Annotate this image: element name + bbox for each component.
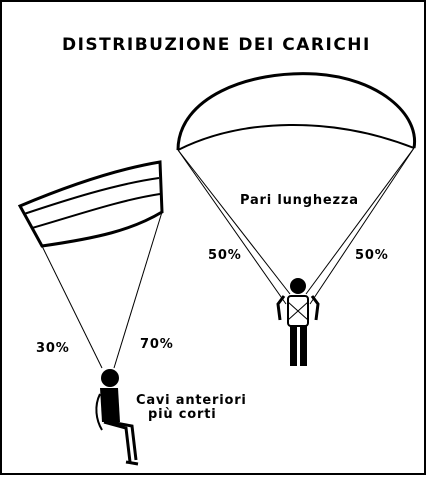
right-canopy [176,72,417,151]
left-paraglider: 30% 70% Cavi anteriori più corti [17,160,247,466]
right-pilot-torso [287,295,309,327]
left-pilot-torso [100,388,120,422]
left-pilot-near-leg [103,420,132,463]
left-pilot-foot [125,460,139,466]
left-canopy-rib-2 [31,193,161,229]
right-pilot-harness [287,301,309,321]
right-pilot-right-leg [300,326,307,366]
diagram-title: DISTRIBUZIONE DEI CARICHI [62,35,371,55]
right-wing-caption: Pari lunghezza [240,193,359,208]
right-wing-left-line-2 [177,149,287,305]
right-paraglider: Pari lunghezza 50% 50% [176,72,417,366]
left-wing-rear-line [41,245,103,369]
right-canopy-underside [177,124,415,151]
right-pilot-left-arm [276,295,286,321]
left-canopy [17,160,164,248]
right-wing-left-percent: 50% [208,248,242,263]
left-wing-front-line [113,211,163,369]
left-wing-caption-line1: Cavi anteriori [136,393,247,408]
left-wing-left-percent: 30% [36,341,70,356]
right-wing-right-percent: 50% [355,248,389,263]
left-pilot-far-leg [109,420,138,461]
right-pilot [276,278,320,366]
left-pilot [95,369,139,466]
right-pilot-right-arm [310,295,320,321]
right-pilot-head [290,278,306,294]
right-pilot-left-leg [290,326,297,366]
left-pilot-harness [95,393,103,431]
left-canopy-rib-1 [23,177,160,215]
right-wing-left-line [177,149,291,295]
left-wing-caption-line2: più corti [148,407,216,422]
left-pilot-head [101,369,119,387]
left-wing-right-percent: 70% [140,337,174,352]
right-wing-right-line [305,147,415,295]
right-wing-right-line-2 [309,147,415,305]
